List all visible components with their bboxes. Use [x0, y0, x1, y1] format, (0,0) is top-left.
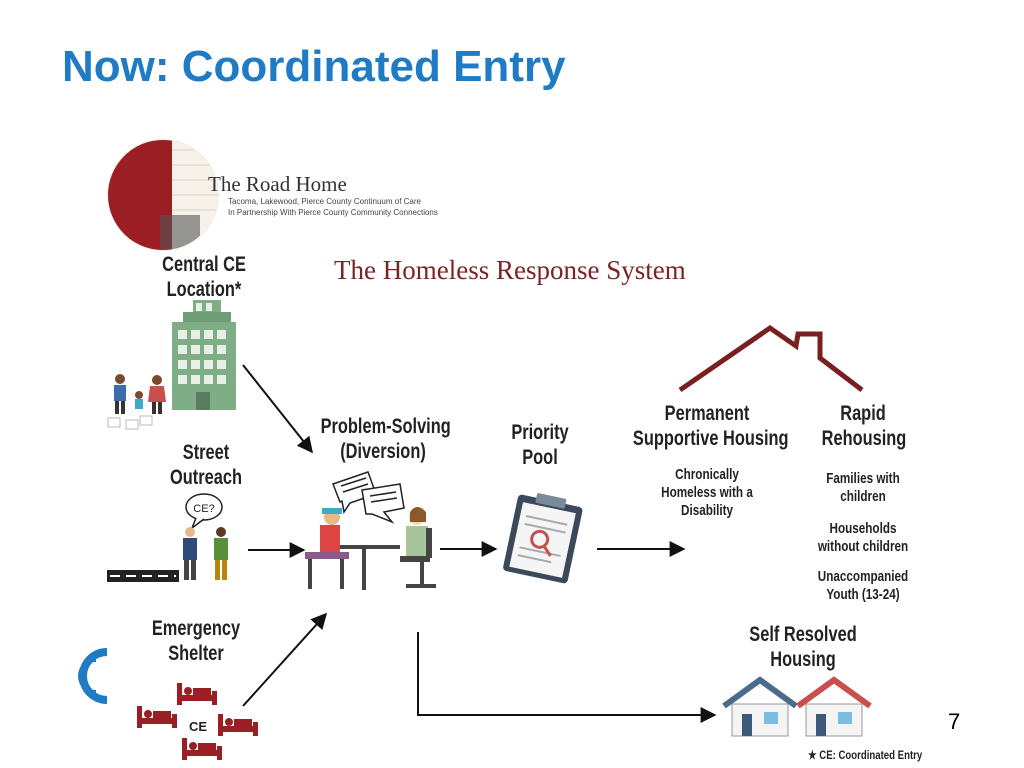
- psh-sub3: Disability: [680, 502, 734, 519]
- meeting-icon: [305, 471, 436, 590]
- shelter-line1: Emergency: [151, 617, 241, 640]
- central-ce-line1: Central CE: [162, 253, 246, 276]
- priority-pool-label: Priority Pool: [501, 420, 579, 470]
- brand-subtitle-line1: Tacoma, Lakewood, Pierce County Continuu…: [228, 197, 421, 206]
- rapid-rehousing-label: Rapid Rehousing: [821, 401, 907, 451]
- psh-line1: Permanent: [664, 402, 750, 425]
- brand-subtitle-line2: In Partnership With Pierce County Commun…: [228, 208, 438, 217]
- priority-line1: Priority: [511, 421, 569, 444]
- arrow-central-to-diversion: [242, 364, 313, 454]
- psh-label: Permanent Supportive Housing: [632, 401, 789, 451]
- house-icon: [796, 676, 872, 737]
- psh-sub2: Homeless with a: [661, 484, 753, 501]
- logo-circle-photo: [107, 139, 219, 251]
- self-resolved-line2: Housing: [770, 648, 836, 671]
- shelter-badge: CE: [189, 719, 207, 734]
- beds-icon: [137, 683, 258, 760]
- problem-solving-line1: Problem-Solving: [320, 415, 451, 438]
- clipboard-icon: [503, 493, 583, 584]
- roof-icon: [678, 324, 864, 393]
- family-icon: [107, 374, 166, 430]
- rr-households: Households without children: [812, 520, 913, 556]
- house-icon: [722, 676, 798, 737]
- self-resolved-label: Self Resolved Housing: [748, 622, 857, 672]
- central-ce-label: Central CE Location*: [157, 252, 251, 302]
- page-number: 7: [948, 709, 961, 734]
- central-ce-line2: Location*: [166, 278, 242, 301]
- slide-title: Now: Coordinated Entry: [62, 42, 566, 91]
- rr-families: Families with children: [812, 470, 913, 506]
- rr-households-line1: Households: [829, 520, 897, 537]
- arrow-shelter-to-diversion: [242, 612, 328, 707]
- street-line1: Street: [182, 441, 230, 464]
- psh-line2: Supportive Housing: [632, 427, 789, 450]
- rr-youth-line2: Youth (13-24): [826, 586, 900, 603]
- globe-logo-icon: [78, 648, 108, 704]
- outreach-workers-icon: [183, 527, 228, 580]
- bubble-text: CE?: [193, 503, 214, 515]
- shelter-line2: Shelter: [168, 642, 224, 665]
- street-line2: Outreach: [170, 466, 242, 489]
- emergency-shelter-label: Emergency Shelter: [148, 616, 245, 666]
- speech-bubble-icon: CE?: [185, 493, 223, 531]
- system-title: The Homeless Response System: [334, 255, 686, 285]
- brand-subtitle: Tacoma, Lakewood, Pierce County Continuu…: [228, 196, 438, 218]
- rr-line2: Rehousing: [821, 427, 907, 450]
- brand-title: The Road Home: [208, 172, 347, 196]
- rr-households-line2: without children: [817, 538, 909, 555]
- problem-solving-line2: (Diversion): [340, 440, 426, 463]
- building-icon: [172, 300, 236, 410]
- rr-families-line1: Families with: [826, 470, 900, 487]
- self-resolved-line1: Self Resolved: [749, 623, 857, 646]
- rr-families-line2: children: [840, 488, 886, 505]
- footnote: ★ CE: Coordinated Entry: [808, 748, 923, 762]
- street-outreach-label: Street Outreach: [159, 440, 253, 490]
- flow-arrows: [242, 364, 717, 723]
- rr-youth: Unaccompanied Youth (13-24): [812, 568, 913, 604]
- psh-population: Chronically Homeless with a Disability: [652, 466, 761, 520]
- rr-line1: Rapid: [840, 402, 886, 425]
- priority-line2: Pool: [522, 446, 558, 469]
- road-icon: [107, 570, 179, 582]
- arrow-diversion-to-self-resolved: [417, 632, 717, 723]
- rr-youth-line1: Unaccompanied: [817, 568, 909, 585]
- problem-solving-label: Problem-Solving (Diversion): [320, 414, 451, 464]
- psh-sub1: Chronically: [675, 466, 739, 483]
